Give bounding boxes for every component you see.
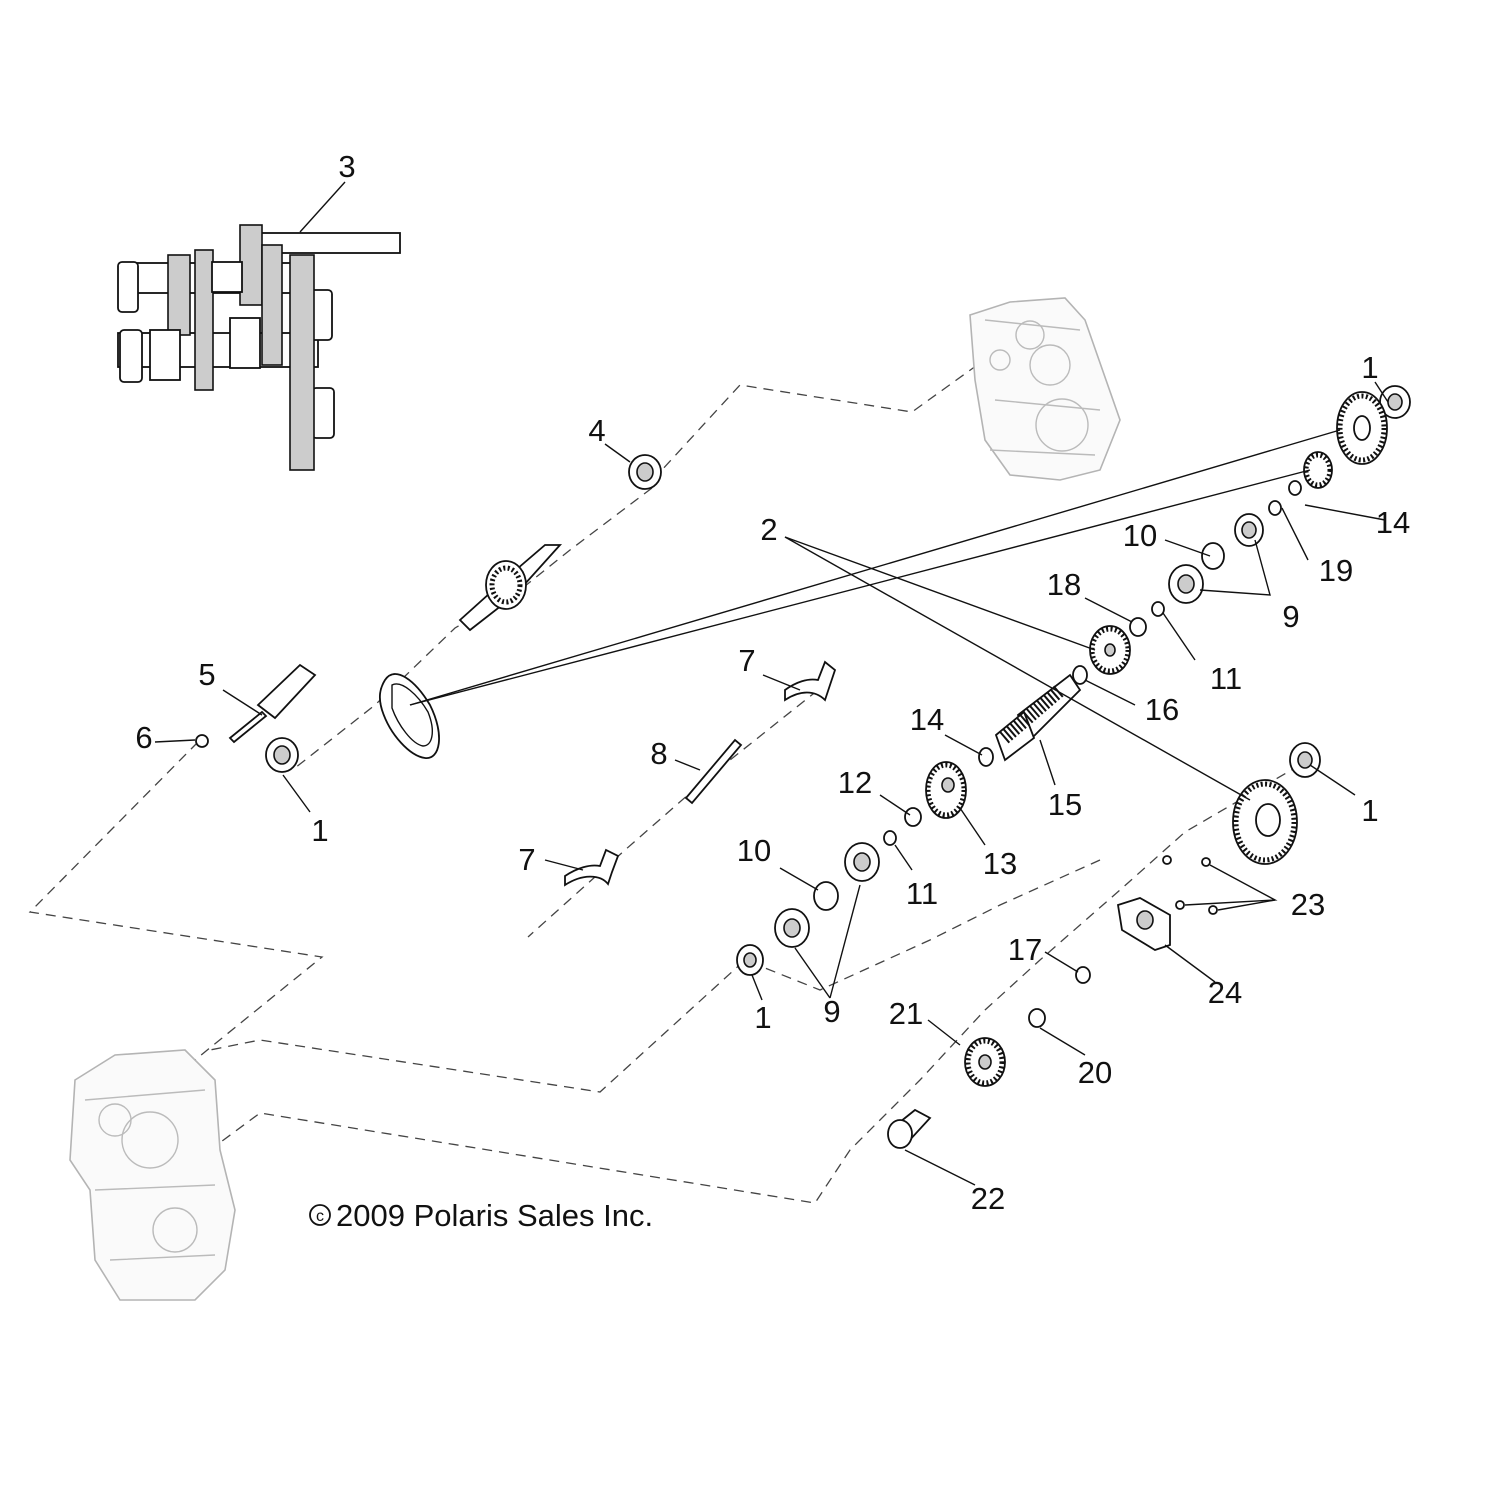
shaft-15 <box>994 673 1082 762</box>
callout-10-upper: 10 <box>1123 518 1157 553</box>
bearing-1-left <box>265 737 299 773</box>
callout-19: 19 <box>1319 553 1353 588</box>
callout-11-upper: 11 <box>1210 661 1242 696</box>
callouts: 3 4 1 2 10 14 18 19 9 11 16 5 6 1 7 8 14… <box>135 149 1410 1216</box>
callout-9-upper: 9 <box>1282 599 1299 634</box>
shift-rod-8 <box>684 738 743 805</box>
shift-drum <box>228 663 317 744</box>
callout-1-right: 1 <box>1361 793 1378 828</box>
leader-lines <box>154 181 1389 1186</box>
bearing-9-lower-b <box>774 908 810 948</box>
callout-16: 16 <box>1145 692 1179 727</box>
copyright-symbol-circle <box>309 1204 331 1226</box>
shaft-22 <box>887 1108 932 1149</box>
ring-12 <box>904 807 922 827</box>
gear-upper-small <box>1303 451 1333 489</box>
copyright-text: 2009 Polaris Sales Inc. <box>336 1198 653 1233</box>
shift-fork-lower <box>564 848 620 887</box>
bracket-24 <box>1116 897 1171 951</box>
housing-bottom-ghost <box>69 1049 236 1301</box>
clip-19 <box>1268 500 1282 516</box>
callout-3: 3 <box>338 149 355 184</box>
callout-1-left: 1 <box>311 813 328 848</box>
large-gear-top <box>1336 391 1388 465</box>
ring-16 <box>1072 665 1088 685</box>
callout-13: 13 <box>983 846 1017 881</box>
ring-11-upper <box>1151 601 1165 617</box>
callout-14-lower: 14 <box>910 702 944 737</box>
callout-14-upper: 14 <box>1376 505 1410 540</box>
ring-14-lower <box>978 747 994 767</box>
chain <box>378 673 440 759</box>
bearing-1-bottom <box>736 944 764 976</box>
gear-cluster <box>117 224 401 471</box>
callout-9-lower: 9 <box>823 994 840 1029</box>
bearing-9-upper-b <box>1168 564 1204 604</box>
callout-10-lower: 10 <box>737 833 771 868</box>
washer-18 <box>1129 617 1147 637</box>
ring-11-lower <box>883 830 897 846</box>
copyright: c 2009 Polaris Sales Inc. <box>309 1198 653 1233</box>
callout-7-upper: 7 <box>738 643 755 678</box>
callout-1-top-right: 1 <box>1361 350 1378 385</box>
gear-13 <box>925 761 967 819</box>
callout-21: 21 <box>889 996 923 1031</box>
housing-top-ghost <box>969 297 1121 481</box>
callout-4: 4 <box>588 413 605 448</box>
bolts-23 <box>1162 855 1218 915</box>
ring-14-upper <box>1288 480 1302 496</box>
bearing-1-right <box>1289 742 1321 778</box>
callout-8: 8 <box>650 736 667 771</box>
callout-18: 18 <box>1047 567 1081 602</box>
gear-21 <box>964 1037 1006 1087</box>
ring-10-lower <box>813 881 839 911</box>
bearing-4 <box>628 454 662 490</box>
callout-5: 5 <box>198 657 215 692</box>
shift-fork-upper <box>784 660 837 702</box>
ring-17 <box>1075 966 1091 984</box>
callout-2: 2 <box>760 512 777 547</box>
ring-20 <box>1028 1008 1046 1028</box>
callout-7-lower: 7 <box>518 842 535 877</box>
callout-15: 15 <box>1048 787 1082 822</box>
gear-2 <box>1089 625 1131 675</box>
bearing-9-upper-a <box>1234 513 1264 547</box>
callout-17: 17 <box>1008 932 1042 967</box>
ring-10-upper <box>1201 542 1225 570</box>
callout-6: 6 <box>135 720 152 755</box>
copyright-symbol: c <box>316 1208 324 1225</box>
callout-11-lower: 11 <box>906 876 938 911</box>
callout-20: 20 <box>1078 1055 1112 1090</box>
callout-24: 24 <box>1208 975 1242 1010</box>
callout-1-bottom: 1 <box>754 1000 771 1035</box>
bearing-9-lower-a <box>844 842 880 882</box>
upper-shaft <box>458 544 563 632</box>
large-gear-right <box>1232 779 1298 865</box>
callout-12: 12 <box>838 765 872 800</box>
callout-23: 23 <box>1291 887 1325 922</box>
callout-22: 22 <box>971 1181 1005 1216</box>
ring-6 <box>195 734 209 748</box>
